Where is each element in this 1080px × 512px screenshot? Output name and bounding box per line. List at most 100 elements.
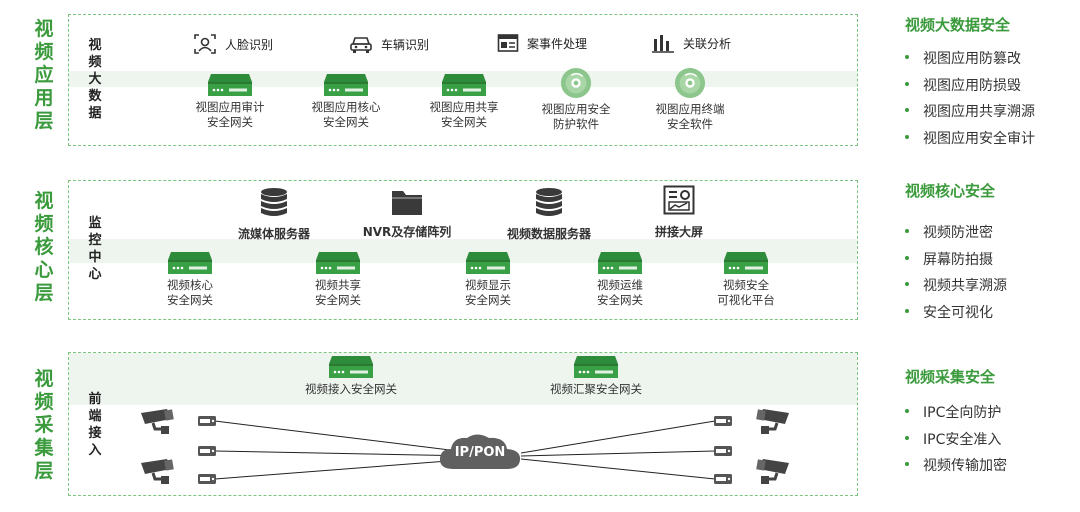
device-caption-line: 安全网关 <box>441 115 487 129</box>
edge-switch-icon <box>197 473 217 485</box>
side-list-item-label: IPC安全准入 <box>923 431 1002 448</box>
car-icon <box>350 37 372 53</box>
video-wall-item: 拼接大屏 <box>629 185 729 240</box>
side-list-item-label: 安全可视化 <box>923 304 993 321</box>
layer-label-core: 视频核心层 <box>34 190 54 304</box>
device-caption-line: 视频安全 <box>723 278 769 292</box>
device-caption-line: 视图应用终端 <box>655 102 725 116</box>
access-gateway-device: 视频接入安全网关 <box>291 355 411 397</box>
gateway-server-icon <box>723 251 769 275</box>
side-list-core-security: 视频防泄密 屏幕防拍摄 视频共享溯源 安全可视化 <box>905 220 1007 326</box>
side-list-item-label: 视图应用共享溯源 <box>923 104 1035 120</box>
network-topology <box>214 420 716 480</box>
gateway-server-icon <box>207 73 253 97</box>
sub-label-monitor-center: 监控中心 <box>88 216 102 282</box>
side-list-item-label: 视频传输加密 <box>923 458 1007 474</box>
software-disc-icon <box>560 67 592 99</box>
network-label: IP/PON <box>454 445 506 460</box>
surveillance-camera-icon <box>139 457 179 487</box>
side-list-item-label: 视图应用安全审计 <box>923 130 1035 147</box>
side-list-item: 视图应用共享溯源 <box>905 99 1035 126</box>
correlation-analysis-item: 关联分析 <box>651 33 731 53</box>
database-icon <box>261 188 287 216</box>
device-caption-line: 视图应用共享 <box>429 100 499 114</box>
surveillance-camera-icon <box>751 457 791 487</box>
edge-switch-icon <box>713 445 733 457</box>
video-ops-gateway-device: 视频运维 安全网关 <box>565 251 675 308</box>
device-caption-line: 视频共享 <box>315 278 361 292</box>
side-list-item-label: 视频防泄密 <box>923 225 993 241</box>
side-list-item-label: IPC全向防护 <box>923 405 1002 421</box>
side-list-item-label: 视图应用防篡改 <box>923 51 1021 67</box>
sub-label-front-access: 前端接入 <box>88 392 102 458</box>
software-disc-icon <box>674 67 706 99</box>
side-list-collection-security: IPC全向防护 IPC安全准入 视频传输加密 <box>905 400 1007 480</box>
edge-switch-icon <box>197 415 217 427</box>
case-file-icon <box>497 34 519 52</box>
video-display-gateway-device: 视频显示 安全网关 <box>433 251 543 308</box>
device-caption-line: 安全网关 <box>167 293 213 307</box>
side-list-item: 视图应用防篡改 <box>905 46 1035 73</box>
layer-box-collection: 前端接入 视频接入安全网关 视频汇聚安全网关 IP/PON <box>68 352 858 496</box>
layer-box-core: 监控中心 流媒体服务器 NVR及存储阵列 视频数据服务器 拼接大屏 视频核心 安… <box>68 180 858 320</box>
side-title-big-data-security: 视频大数据安全 <box>905 16 1011 34</box>
side-title-collection-security: 视频采集安全 <box>905 368 996 386</box>
device-caption-line: 安全软件 <box>667 117 713 131</box>
device-caption-line: 安全网关 <box>597 293 643 307</box>
side-list-item: 视图应用安全审计 <box>905 126 1035 153</box>
side-list-item: 屏幕防拍摄 <box>905 247 1007 274</box>
core-gateway-device: 视图应用核心 安全网关 <box>291 73 401 130</box>
top-item-label: 关联分析 <box>683 36 732 51</box>
device-caption-line: 安全网关 <box>315 293 361 307</box>
device-caption-line: 安全网关 <box>323 115 369 129</box>
database-icon <box>536 188 562 216</box>
gateway-server-icon <box>465 251 511 275</box>
network-link <box>214 450 475 457</box>
gateway-server-icon <box>315 251 361 275</box>
case-handling-item: 案事件处理 <box>497 33 587 53</box>
protection-software-device: 视图应用安全 防护软件 <box>521 67 631 132</box>
layer-label-application: 视频应用层 <box>34 18 54 132</box>
top-item-label: 视频数据服务器 <box>506 227 591 241</box>
video-share-gateway-device: 视频共享 安全网关 <box>283 251 393 308</box>
surveillance-camera-icon <box>751 407 791 437</box>
folder-icon <box>392 191 422 215</box>
side-list-item: 视频共享溯源 <box>905 273 1007 300</box>
device-caption-line: 视频汇聚安全网关 <box>550 382 642 396</box>
top-item-label: 拼接大屏 <box>654 225 703 239</box>
top-item-label: 人脸识别 <box>225 37 274 52</box>
gateway-server-icon <box>167 251 213 275</box>
gateway-server-icon <box>597 251 643 275</box>
audit-gateway-device: 视图应用审计 安全网关 <box>175 73 285 130</box>
edge-switch-icon <box>713 473 733 485</box>
side-list-big-data-security: 视图应用防篡改 视图应用防损毁 视图应用共享溯源 视图应用安全审计 <box>905 46 1035 152</box>
device-caption-line: 安全网关 <box>207 115 253 129</box>
device-caption-line: 可视化平台 <box>717 293 775 307</box>
nvr-storage-item: NVR及存储阵列 <box>347 187 467 240</box>
layer-label-collection: 视频采集层 <box>34 368 54 482</box>
top-item-label: NVR及存储阵列 <box>362 225 452 239</box>
side-list-item: 视频传输加密 <box>905 453 1007 480</box>
side-list-item: 视图应用防损毁 <box>905 73 1035 100</box>
aggregation-gateway-device: 视频汇聚安全网关 <box>531 355 661 397</box>
side-list-item: 安全可视化 <box>905 300 1007 327</box>
edge-switch-icon <box>713 415 733 427</box>
terminal-software-device: 视图应用终端 安全软件 <box>635 67 745 132</box>
device-caption-line: 视频运维 <box>597 278 643 292</box>
device-caption-line: 视图应用核心 <box>311 100 381 114</box>
vehicle-recognition-item: 车辆识别 <box>349 33 429 55</box>
side-list-item: 视频防泄密 <box>905 220 1007 247</box>
device-caption-line: 防护软件 <box>553 117 599 131</box>
network-link <box>214 420 475 454</box>
streaming-server-item: 流媒体服务器 <box>219 187 329 242</box>
device-caption-line: 视频核心 <box>167 278 213 292</box>
edge-switch-icon <box>197 445 217 457</box>
highlight-band <box>69 353 857 405</box>
gateway-server-icon <box>323 73 369 97</box>
bar-chart-icon <box>652 35 674 53</box>
face-scan-icon <box>194 34 216 54</box>
side-list-item: IPC全向防护 <box>905 400 1007 427</box>
device-caption-line: 视频接入安全网关 <box>305 382 397 396</box>
share-gateway-device: 视图应用共享 安全网关 <box>409 73 519 130</box>
surveillance-camera-icon <box>139 407 179 437</box>
